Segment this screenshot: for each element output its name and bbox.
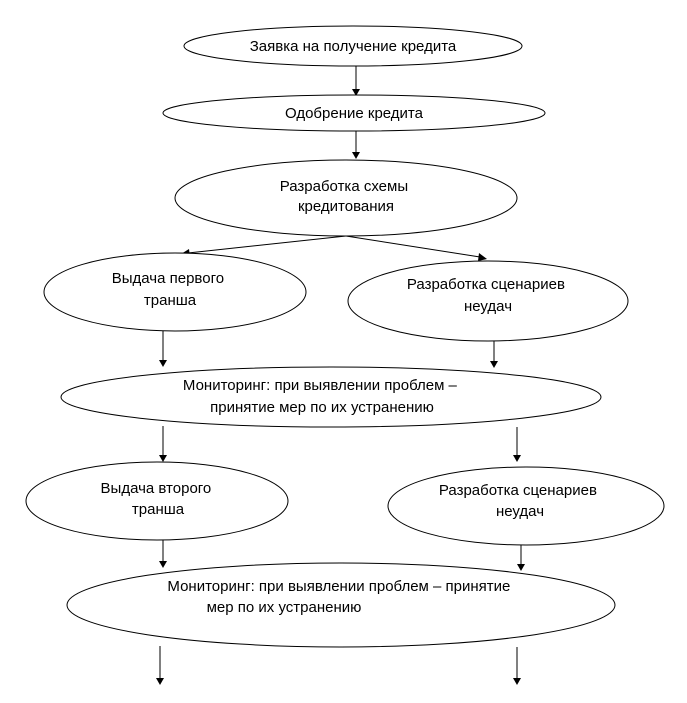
arrowhead (513, 678, 521, 685)
node-approval: Одобрение кредита (162, 94, 546, 132)
svg-text:Заявка на получение кредита: Заявка на получение кредита (250, 38, 457, 55)
arrowhead (159, 455, 167, 462)
node-monitoring2: Мониторинг: при выявлении проблем – прин… (66, 562, 616, 648)
node-label-line: Разработка сценариев (439, 482, 597, 499)
node-label-line: Одобрение кредита (285, 105, 424, 122)
arrowhead (490, 361, 498, 368)
node-scheme: Разработка схемы кредитования (174, 159, 518, 237)
node-label-line: Мониторинг: при выявлении проблем – прин… (167, 578, 510, 595)
node-label-line: Выдача второго (101, 480, 212, 497)
node-shape (66, 562, 616, 648)
node-label-line: Мониторинг: при выявлении проблем – (183, 377, 458, 394)
svg-text:Разработка схемы кредито: Разработка схемы кредитования (280, 178, 413, 215)
svg-text:Разработка сценариев неу: Разработка сценариев неудач (439, 482, 601, 520)
node-shape (347, 260, 629, 342)
arrow-scheme-to-scenarios1 (345, 235, 481, 258)
arrowhead (478, 253, 487, 261)
node-label-line: Заявка на получение кредита (250, 38, 457, 55)
arrowhead (513, 455, 521, 462)
arrowhead (352, 89, 360, 96)
node-label-line: мер по их устранению (207, 599, 362, 616)
node-shape (60, 366, 602, 428)
node-scenarios1: Разработка сценариев неудач (347, 260, 629, 342)
svg-text:Разработка сценариев неу: Разработка сценариев неудач (407, 276, 569, 315)
arrowhead (352, 152, 360, 159)
node-label-line: неудач (464, 298, 512, 315)
svg-text:Мониторинг: при выявлении проб: Мониторинг: при выявлении проблем – прин… (183, 377, 461, 416)
node-monitoring1: Мониторинг: при выявлении проблем – прин… (60, 366, 602, 428)
arrowhead (156, 678, 164, 685)
node-shape (183, 25, 523, 67)
svg-text:Мониторинг: при выявлении проб: Мониторинг: при выявлении проблем – прин… (167, 578, 514, 616)
svg-text:Выдача первого транша: Выдача первого транша (112, 270, 228, 309)
node-label-line: кредитования (298, 198, 394, 215)
node-label-line: принятие мер по их устранению (210, 399, 434, 416)
node-scenarios2: Разработка сценариев неудач (387, 466, 665, 546)
node-label-line: транша (132, 501, 185, 518)
arrowhead (517, 564, 525, 571)
arrow-scheme-to-tranche1 (187, 235, 347, 254)
node-label-line: Разработка сценариев (407, 276, 565, 293)
node-label-line: транша (144, 292, 197, 309)
svg-text:Одобрение кредита: Одобрение кредита (285, 105, 424, 122)
node-shape (25, 461, 289, 541)
node-shape (43, 252, 307, 332)
svg-text:Выдача второго транша: Выдача второго транша (101, 480, 216, 518)
node-label-line: Разработка схемы (280, 178, 408, 195)
node-application: Заявка на получение кредита (183, 25, 523, 67)
arrowhead (159, 360, 167, 367)
node-shape (162, 94, 546, 132)
node-tranche2: Выдача второго транша (25, 461, 289, 541)
node-shape (174, 159, 518, 237)
node-shape (387, 466, 665, 546)
node-label-line: неудач (496, 503, 544, 520)
node-tranche1: Выдача первого транша (43, 252, 307, 332)
node-label-line: Выдача первого (112, 270, 224, 287)
arrowhead (159, 561, 167, 568)
